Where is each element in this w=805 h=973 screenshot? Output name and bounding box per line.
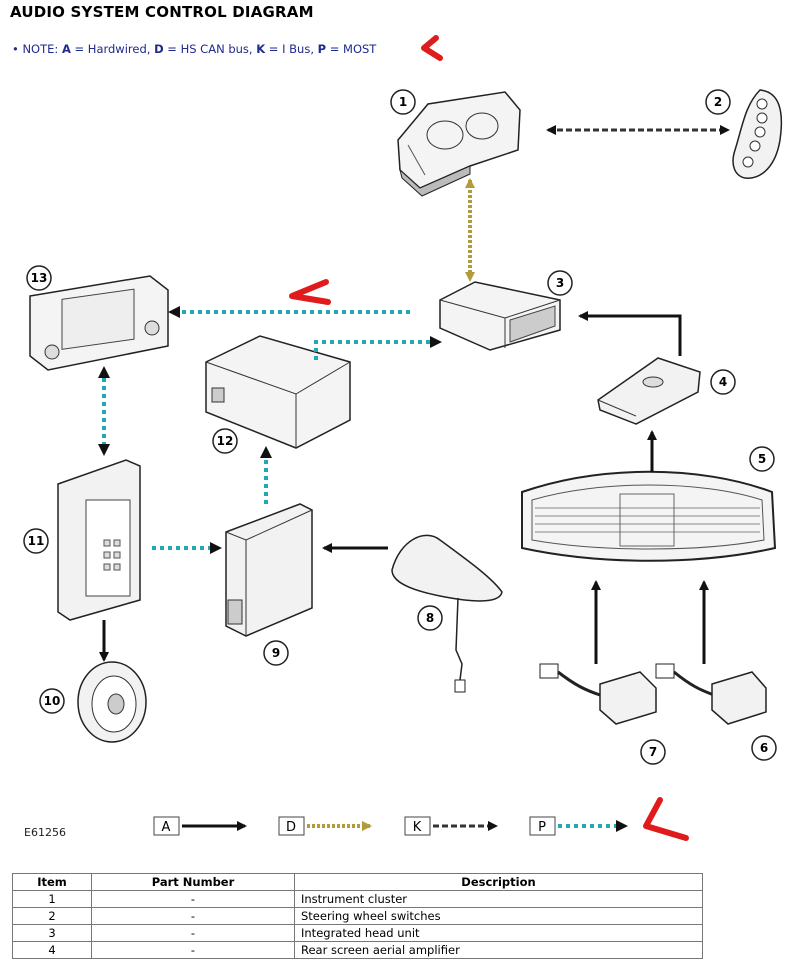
cell-part-number: - [91, 890, 295, 908]
cell-part-number: - [91, 941, 295, 959]
table-row: 4 - Rear screen aerial amplifier [12, 941, 703, 959]
table-row: 1 - Instrument cluster [12, 890, 703, 908]
arrowhead-amp [210, 542, 222, 554]
svg-text:1: 1 [399, 95, 407, 109]
aerial-module-6-device [655, 663, 767, 725]
note-text-d: = HS CAN bus, [163, 42, 257, 56]
svg-text:8: 8 [426, 611, 434, 625]
note-prefix: NOTE: [22, 42, 62, 56]
link-cdchanger-headunit-most [314, 340, 430, 360]
svg-text:12: 12 [217, 434, 234, 448]
table-row: 2 - Steering wheel switches [12, 907, 703, 925]
arrowhead-display-up [98, 366, 110, 378]
callout-3: 3 [547, 270, 573, 296]
svg-text:P: P [538, 820, 546, 835]
annotation-mark-legend [643, 797, 689, 841]
legend-item-d: D [278, 816, 372, 836]
legend-item-a: A [153, 816, 247, 836]
svg-text:9: 9 [272, 646, 280, 660]
aerial-module-7-device [539, 663, 657, 725]
annotation-marks [289, 35, 689, 841]
svg-text:K: K [413, 820, 422, 835]
table-row: 3 - Integrated head unit [12, 924, 703, 942]
steering-wheel-switches-device [732, 89, 783, 179]
cd-changer-device [205, 335, 351, 449]
svg-text:4: 4 [719, 375, 727, 389]
note-key-d: D [154, 42, 164, 56]
note-key-k: K [256, 42, 266, 56]
svg-text:6: 6 [760, 741, 768, 755]
callout-10: 10 [39, 688, 65, 714]
svg-text:D: D [286, 820, 296, 835]
svg-text:11: 11 [28, 534, 45, 548]
figure-code: E61256 [24, 826, 66, 839]
note-text-k: = I Bus, [265, 42, 318, 56]
callout-1: 1 [390, 89, 416, 115]
shark-fin-antenna-device [391, 534, 503, 693]
callout-9: 9 [263, 640, 289, 666]
svg-text:7: 7 [649, 745, 657, 759]
audio-amplifier-device [225, 503, 313, 637]
note-text-p: = MOST [326, 42, 377, 56]
legend-item-p: P [529, 816, 628, 836]
callout-4: 4 [710, 369, 736, 395]
svg-text:2: 2 [714, 95, 722, 109]
rear-screen-device [521, 470, 777, 562]
annotation-mark-most-line [289, 279, 331, 305]
callout-2: 2 [705, 89, 731, 115]
callout-11: 11 [23, 528, 49, 554]
svg-text:5: 5 [758, 452, 766, 466]
column-header-item: Item [12, 873, 92, 891]
cell-description: Steering wheel switches [294, 907, 703, 925]
cell-description: Rear screen aerial amplifier [294, 941, 703, 959]
column-header-part-number: Part Number [91, 873, 295, 891]
svg-text:3: 3 [556, 276, 564, 290]
callout-13: 13 [26, 265, 52, 291]
svg-text:10: 10 [44, 694, 61, 708]
note-key-p: P [317, 42, 327, 56]
arrowhead-headunit [430, 336, 442, 348]
parts-table: Item Part Number Description 1 - Instrum… [12, 873, 703, 959]
audio-system-diagram: 1 2 3 4 5 6 7 8 9 10 11 12 13 E61256 A D… [23, 35, 783, 841]
speaker-device [77, 661, 147, 743]
callout-5: 5 [749, 446, 775, 472]
cell-item: 2 [12, 907, 92, 925]
cell-description: Integrated head unit [294, 924, 703, 942]
callout-12: 12 [212, 428, 238, 454]
page-title: AUDIO SYSTEM CONTROL DIAGRAM [10, 3, 314, 21]
rear-control-module-device [57, 459, 141, 621]
callout-6: 6 [751, 735, 777, 761]
note-key-a: A [61, 42, 71, 56]
callout-8: 8 [417, 605, 443, 631]
cell-item: 1 [12, 890, 92, 908]
cell-part-number: - [91, 924, 295, 942]
table-header-row: Item Part Number Description [12, 873, 703, 891]
arrowhead-rcm-down [98, 444, 110, 456]
touch-screen-display-device [29, 275, 169, 371]
arrowhead-display [168, 306, 180, 318]
instrument-cluster-device [397, 91, 521, 197]
arrowhead-cdchanger [260, 446, 272, 458]
svg-text:A: A [162, 820, 171, 835]
cell-part-number: - [91, 907, 295, 925]
column-header-description: Description [294, 873, 703, 891]
callout-7: 7 [640, 739, 666, 765]
svg-text:13: 13 [31, 271, 48, 285]
integrated-head-unit-device [439, 281, 561, 351]
link-amp-headunit-hardwired [578, 311, 682, 356]
aerial-amplifier-device [597, 357, 701, 425]
note-line: • NOTE: A = Hardwired, D = HS CAN bus, K… [12, 42, 376, 56]
note-text-a: = Hardwired, [70, 42, 155, 56]
legend: A D K P [153, 816, 628, 836]
legend-item-k: K [404, 816, 498, 836]
cell-description: Instrument cluster [294, 890, 703, 908]
cell-item: 3 [12, 924, 92, 942]
note-bullet: • [12, 42, 19, 56]
cell-item: 4 [12, 941, 92, 959]
annotation-mark-note [421, 35, 443, 61]
